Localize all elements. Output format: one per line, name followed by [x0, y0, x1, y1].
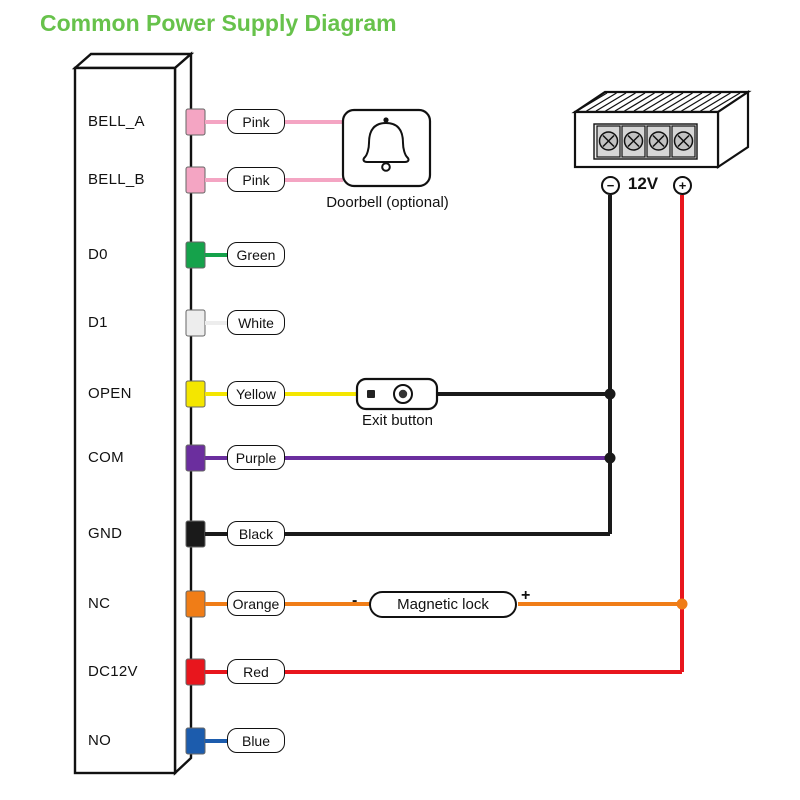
- terminal-label-no: NO: [88, 732, 112, 749]
- wire-tag-pink-a: Pink: [227, 109, 285, 134]
- bell-clapper-icon: [381, 162, 391, 172]
- terminal-label-bell-a: BELL_A: [88, 113, 145, 130]
- connector-no: [185, 727, 206, 755]
- connector-d0: [185, 241, 206, 269]
- magnetic-lock-minus-sign: -: [352, 592, 358, 609]
- junction-dot-com: [604, 452, 616, 464]
- wire-tag-yellow: Yellow: [227, 381, 285, 406]
- magnetic-lock-plus-sign: +: [521, 587, 531, 604]
- wire-tag-blue: Blue: [227, 728, 285, 753]
- connector-nc: [185, 590, 206, 618]
- exit-button-symbol: [355, 377, 439, 411]
- wire-tag-purple: Purple: [227, 445, 285, 470]
- wires: [205, 120, 684, 743]
- terminal-label-open: OPEN: [88, 385, 132, 402]
- bell-icon: [362, 121, 410, 163]
- doorbell-label: Doorbell (optional): [326, 194, 449, 211]
- wire-tag-black: Black: [227, 521, 285, 546]
- connector-gnd: [185, 520, 206, 548]
- exit-button-dot-icon: [398, 389, 408, 399]
- wire-tag-orange: Orange: [227, 591, 285, 616]
- psu-minus-terminal: −: [601, 176, 620, 195]
- terminal-label-d0: D0: [88, 246, 108, 263]
- exit-button-led-icon: [367, 390, 375, 398]
- psu-top-hatch: [576, 92, 741, 112]
- terminal-label-com: COM: [88, 449, 124, 466]
- junction-dot-nc: [676, 598, 688, 610]
- terminal-label-nc: NC: [88, 595, 111, 612]
- wire-tag-white: White: [227, 310, 285, 335]
- wire-tag-red: Red: [227, 659, 285, 684]
- bell-knob-icon: [383, 117, 389, 123]
- wire-tag-green: Green: [227, 242, 285, 267]
- terminal-label-gnd: GND: [88, 525, 123, 542]
- connector-com: [185, 444, 206, 472]
- junction-dot-open: [604, 388, 616, 400]
- exit-button-label: Exit button: [362, 412, 433, 429]
- terminal-label-dc12v: DC12V: [88, 663, 138, 680]
- device-top-face: [71, 52, 195, 70]
- connector-open: [185, 380, 206, 408]
- terminal-label-d1: D1: [88, 314, 108, 331]
- terminal-connectors: [185, 108, 206, 755]
- doorbell-symbol: [341, 108, 432, 188]
- power-supply: [571, 89, 752, 170]
- device-front-face: [73, 66, 177, 775]
- connector-bell-b: [185, 166, 206, 194]
- connector-d1: [185, 309, 206, 337]
- page-title: Common Power Supply Diagram: [40, 10, 397, 36]
- screw-slots: [602, 134, 690, 148]
- psu-voltage-label: 12V: [627, 174, 659, 193]
- magnetic-lock: Magnetic lock: [369, 591, 517, 618]
- connector-bell-a: [185, 108, 206, 136]
- connector-dc12v: [185, 658, 206, 686]
- terminal-label-bell-b: BELL_B: [88, 171, 145, 188]
- wire-tag-pink-b: Pink: [227, 167, 285, 192]
- psu-plus-terminal: +: [673, 176, 692, 195]
- psu-terminal-screws: [596, 125, 696, 158]
